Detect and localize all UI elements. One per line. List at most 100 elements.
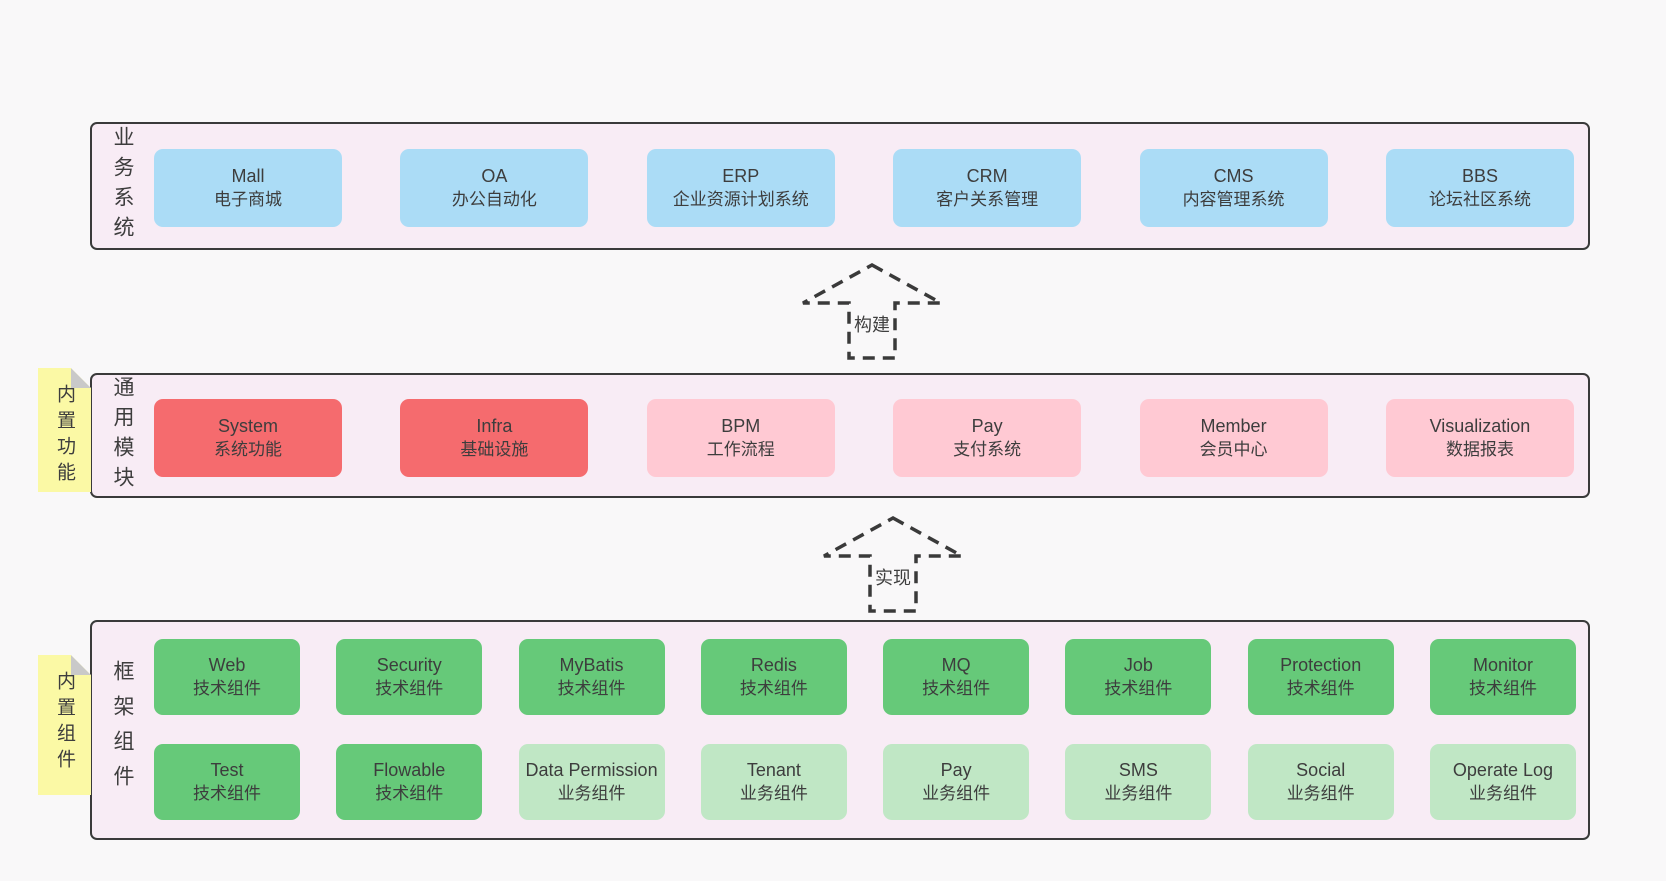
box-title: Social — [1296, 759, 1346, 780]
up-arrow-icon — [802, 263, 942, 360]
box-title: Operate Log — [1452, 759, 1553, 780]
box-title: Web — [208, 654, 246, 675]
build-arrow-label: 构建 — [851, 311, 893, 337]
box-visualization: Visualization 数据报表 — [1385, 399, 1574, 477]
band-framework-components-label: 框架组件 — [111, 660, 134, 800]
box-title: Pay — [971, 415, 1003, 436]
band-business-systems: 业务系统 Mall 电子商城 OA 办公自动化 ERP 企业资源计划系统 CRM… — [90, 122, 1590, 250]
box-title: Flowable — [373, 759, 446, 780]
box-title: System — [217, 415, 278, 436]
box-title: Visualization — [1429, 415, 1531, 436]
box-title: Infra — [476, 415, 513, 436]
box-mq: MQ 技术组件 — [883, 639, 1030, 715]
box-infra: Infra 基础设施 — [400, 399, 589, 477]
box-subtitle: 业务组件 — [1104, 784, 1173, 804]
business-systems-boxes: Mall 电子商城 OA 办公自动化 ERP 企业资源计划系统 CRM 客户关系… — [154, 149, 1574, 227]
box-data-permission: Data Permission 业务组件 — [518, 744, 665, 820]
box-title: MyBatis — [559, 654, 624, 675]
box-subtitle: 业务组件 — [1286, 784, 1355, 804]
band-common-modules-label: 通用模块 — [111, 375, 134, 496]
box-subtitle: 技术组件 — [557, 679, 626, 699]
box-subtitle: 论坛社区系统 — [1428, 190, 1531, 210]
box-title: Monitor — [1472, 654, 1533, 675]
box-title: Protection — [1280, 654, 1362, 675]
box-protection: Protection 技术组件 — [1247, 639, 1394, 715]
box-subtitle: 工作流程 — [706, 440, 775, 460]
box-subtitle: 数据报表 — [1445, 440, 1514, 460]
box-test: Test 技术组件 — [154, 744, 300, 820]
box-subtitle: 系统功能 — [214, 440, 282, 460]
box-title: MQ — [941, 654, 971, 675]
box-subtitle: 技术组件 — [193, 784, 261, 804]
box-subtitle: 办公自动化 — [451, 190, 537, 210]
box-title: Data Permission — [525, 759, 658, 780]
box-title: BPM — [721, 415, 761, 436]
box-subtitle: 技术组件 — [375, 679, 444, 699]
box-mall: Mall 电子商城 — [154, 149, 342, 227]
box-subtitle: 技术组件 — [1468, 679, 1537, 699]
box-crm: CRM 客户关系管理 — [893, 149, 1082, 227]
box-web: Web 技术组件 — [154, 639, 300, 715]
box-flowable: Flowable 技术组件 — [336, 744, 483, 820]
box-title: Security — [376, 654, 442, 675]
common-modules-boxes: System 系统功能 Infra 基础设施 BPM 工作流程 Pay 支付系统… — [154, 399, 1574, 477]
band-common-modules: 通用模块 System 系统功能 Infra 基础设施 BPM 工作流程 Pay… — [90, 373, 1590, 498]
box-subtitle: 企业资源计划系统 — [672, 190, 809, 210]
box-subtitle: 业务组件 — [1468, 784, 1537, 804]
box-subtitle: 技术组件 — [375, 784, 444, 804]
box-mybatis: MyBatis 技术组件 — [518, 639, 665, 715]
folded-corner-icon — [71, 655, 91, 675]
box-title: Pay — [940, 759, 972, 780]
box-pay: Pay 支付系统 — [893, 399, 1082, 477]
band-business-systems-label: 业务系统 — [111, 126, 134, 246]
box-monitor: Monitor 技术组件 — [1429, 639, 1576, 715]
sticky-label: 内置功能 — [54, 384, 75, 488]
up-arrow-icon — [823, 516, 963, 613]
box-oa: OA 办公自动化 — [400, 149, 589, 227]
box-bpm: BPM 工作流程 — [646, 399, 835, 477]
box-job: Job 技术组件 — [1065, 639, 1212, 715]
box-title: Job — [1123, 654, 1153, 675]
box-subtitle: 技术组件 — [193, 679, 261, 699]
box-cms: CMS 内容管理系统 — [1139, 149, 1328, 227]
box-erp: ERP 企业资源计划系统 — [646, 149, 835, 227]
box-title: Member — [1200, 415, 1267, 436]
box-subtitle: 内容管理系统 — [1182, 190, 1285, 210]
box-title: Mall — [231, 165, 265, 186]
framework-components-row1: Web 技术组件 Security 技术组件 MyBatis 技术组件 Redi… — [154, 639, 1576, 715]
sticky-label: 内置组件 — [54, 671, 75, 775]
box-subtitle: 电子商城 — [214, 190, 282, 210]
box-subtitle: 技术组件 — [739, 679, 808, 699]
box-title: Redis — [750, 654, 797, 675]
box-title: BBS — [1461, 165, 1498, 186]
box-title: SMS — [1118, 759, 1158, 780]
implement-arrow-label: 实现 — [872, 564, 914, 590]
box-member: Member 会员中心 — [1139, 399, 1328, 477]
box-subtitle: 基础设施 — [460, 440, 529, 460]
box-redis: Redis 技术组件 — [700, 639, 847, 715]
box-sms: SMS 业务组件 — [1065, 744, 1212, 820]
box-social: Social 业务组件 — [1247, 744, 1394, 820]
box-subtitle: 技术组件 — [1104, 679, 1173, 699]
framework-components-row2: Test 技术组件 Flowable 技术组件 Data Permission … — [154, 744, 1576, 820]
box-bbs: BBS 论坛社区系统 — [1385, 149, 1574, 227]
box-subtitle: 技术组件 — [1286, 679, 1355, 699]
box-subtitle: 业务组件 — [739, 784, 808, 804]
box-subtitle: 会员中心 — [1199, 440, 1268, 460]
box-title: OA — [481, 165, 508, 186]
box-subtitle: 业务组件 — [557, 784, 626, 804]
build-arrow: 构建 — [800, 262, 944, 362]
box-subtitle: 支付系统 — [953, 440, 1022, 460]
box-title: Tenant — [746, 759, 801, 780]
box-title: Test — [210, 759, 244, 780]
box-subtitle: 业务组件 — [922, 784, 991, 804]
box-title: ERP — [722, 165, 760, 186]
box-pay-business: Pay 业务组件 — [883, 744, 1030, 820]
box-system: System 系统功能 — [154, 399, 342, 477]
box-subtitle: 技术组件 — [922, 679, 991, 699]
folded-corner-icon — [71, 368, 91, 388]
sticky-built-in-features: 内置功能 — [38, 368, 91, 492]
implement-arrow: 实现 — [821, 515, 965, 615]
box-title: CRM — [966, 165, 1008, 186]
